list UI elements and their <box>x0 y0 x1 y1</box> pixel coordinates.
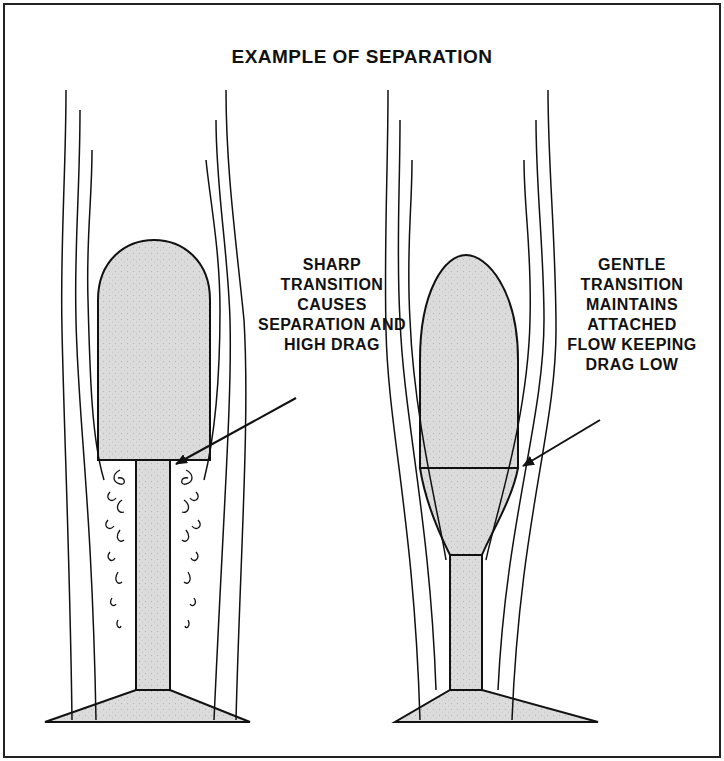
leader-line <box>176 398 296 464</box>
gentle-transition-body <box>395 255 598 722</box>
leader-line <box>523 420 600 466</box>
streamlines-left <box>62 90 246 720</box>
streamlines-right <box>385 90 556 720</box>
callout-label: SHARP TRANSITION CAUSES SEPARATION AND H… <box>257 255 407 355</box>
callout-label: GENTLE TRANSITION MAINTAINS ATTACHED FLO… <box>562 255 702 375</box>
frame-border <box>4 4 720 757</box>
wake-eddies-left <box>106 470 200 628</box>
diagram-title: EXAMPLE OF SEPARATION <box>0 46 724 68</box>
